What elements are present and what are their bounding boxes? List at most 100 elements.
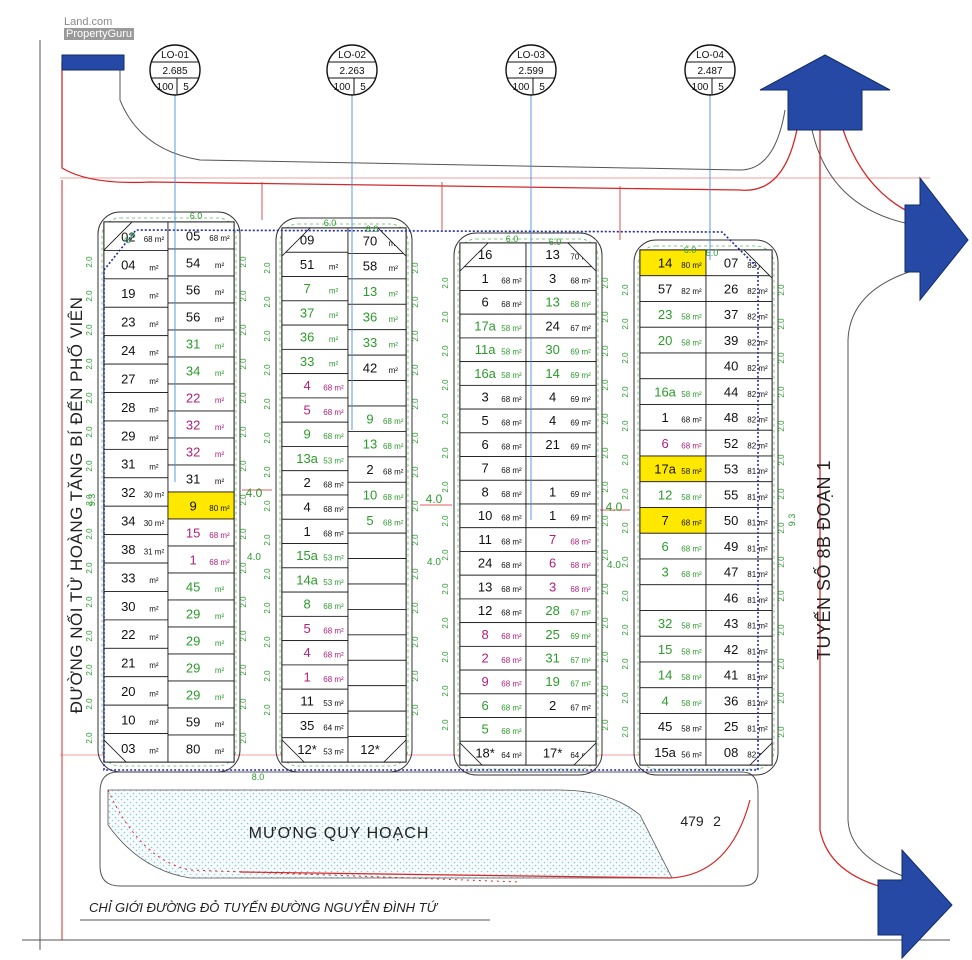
lot-lo-03-right-10[interactable]: [525, 456, 597, 481]
lot-lo-02-right-15[interactable]: [347, 583, 407, 610]
lot-lo-02-right-13[interactable]: [347, 532, 407, 559]
lot-lo-03-right-22[interactable]: 17*64 m²: [525, 740, 597, 766]
lot-lo-03-right-21[interactable]: [525, 717, 597, 742]
lot-lo-02-right-14[interactable]: [347, 558, 407, 585]
lot-lo-02-right-17[interactable]: [347, 634, 407, 661]
lot-lo-02-right-19[interactable]: [347, 685, 407, 712]
lot-lo-02-right-20[interactable]: [347, 710, 407, 737]
lot-lo-02-right-7[interactable]: [347, 380, 407, 407]
